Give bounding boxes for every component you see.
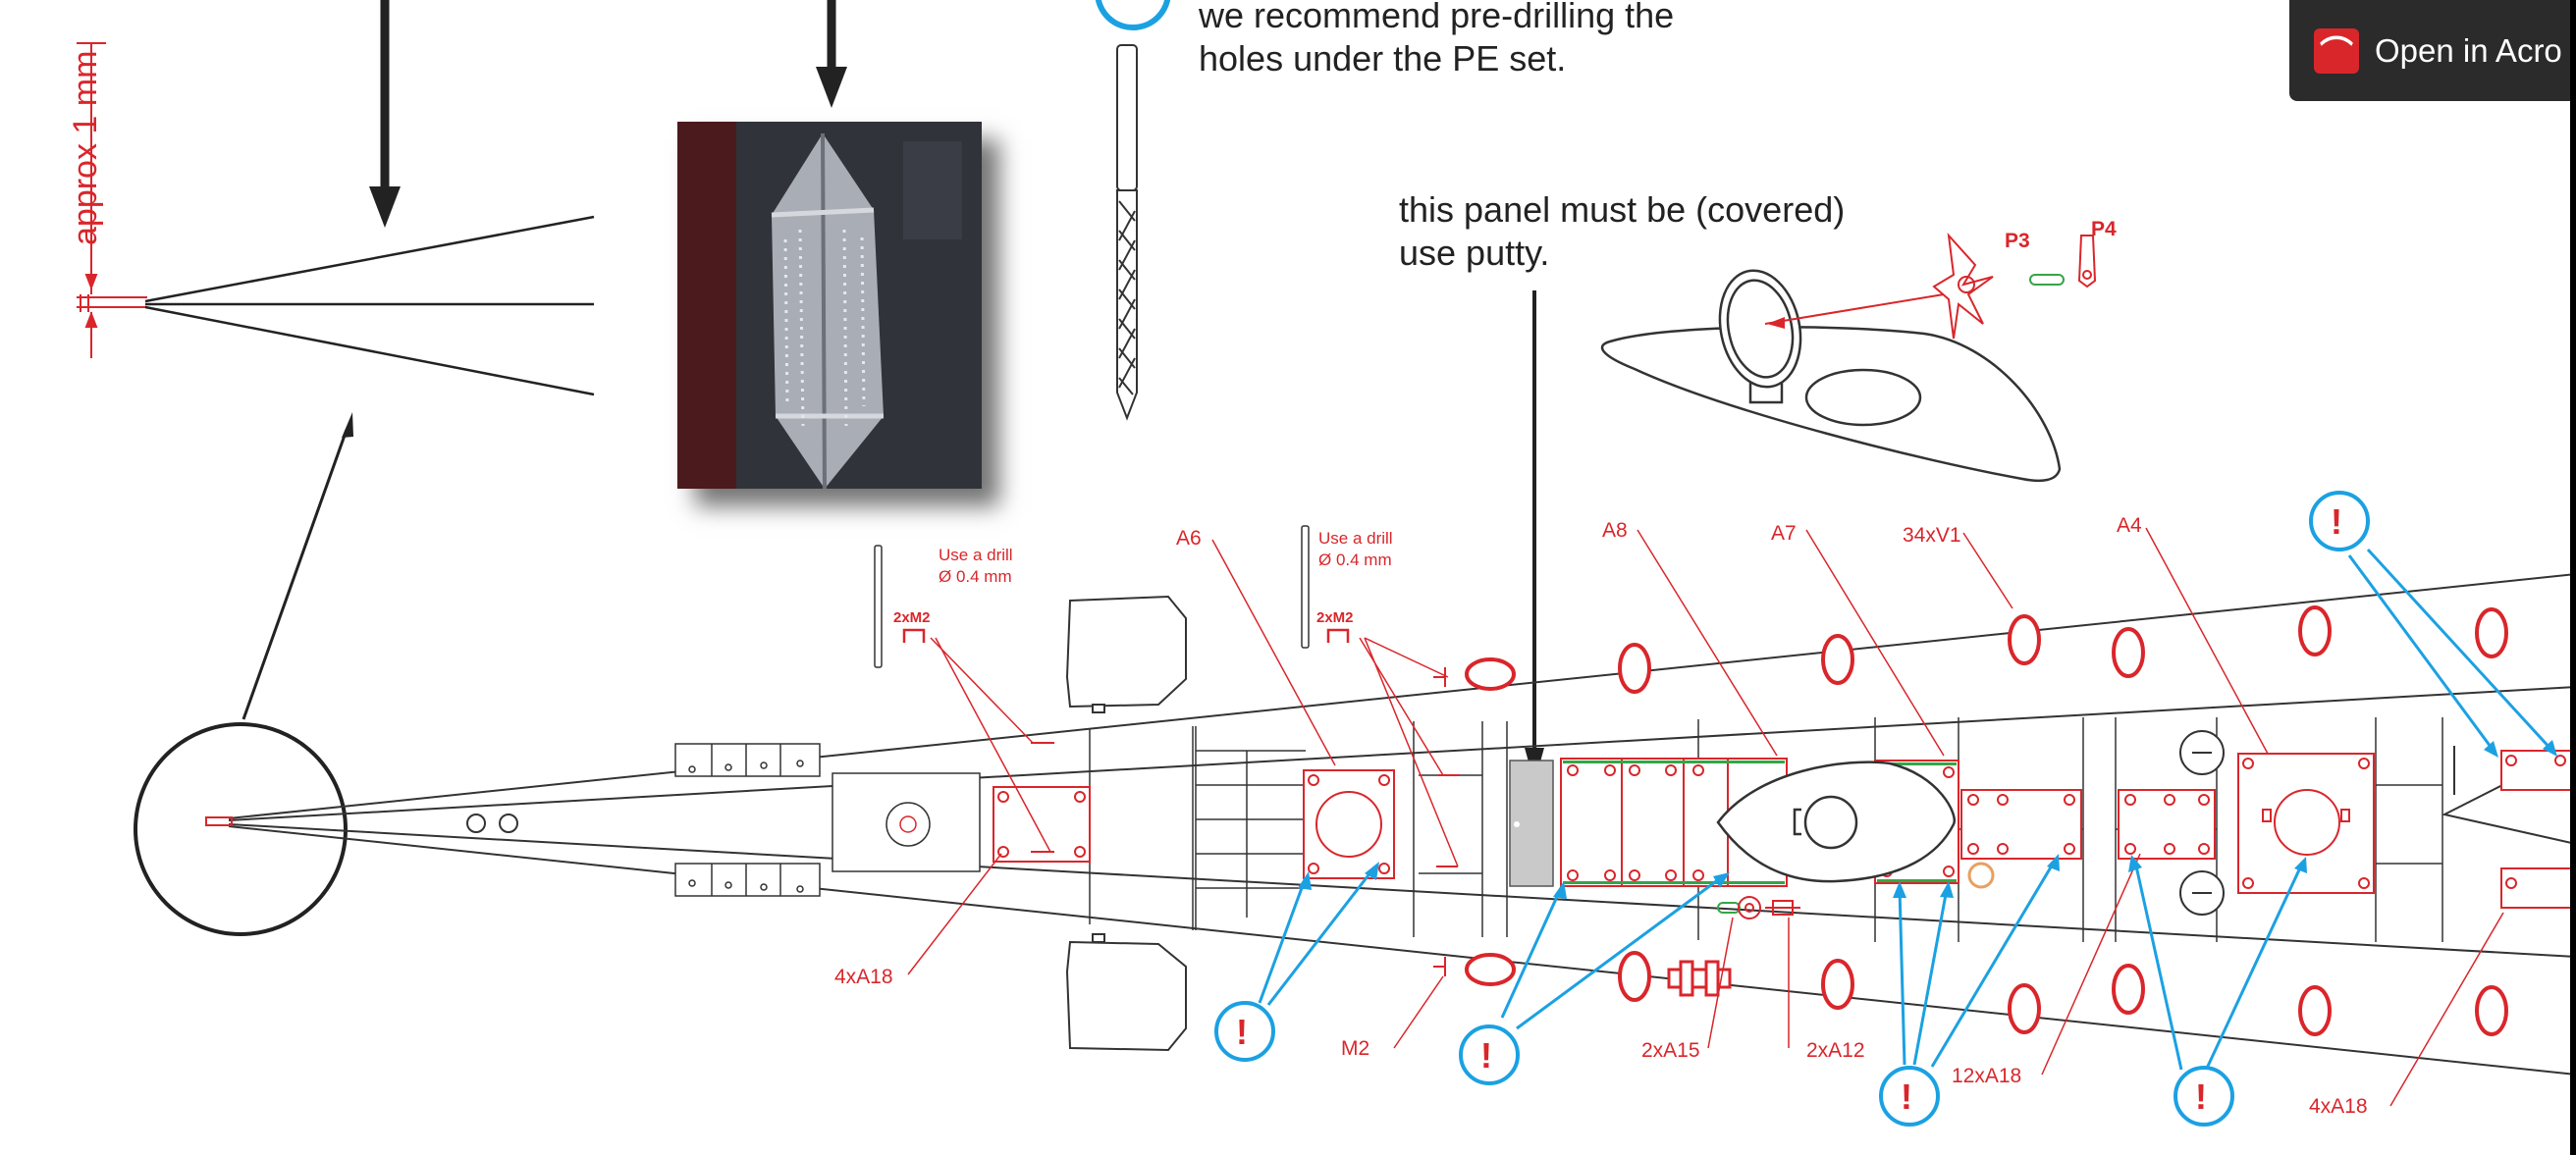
upper-flap — [1065, 595, 1187, 713]
predrill-note-line1: we recommend pre-drilling the — [1199, 0, 1675, 35]
part-label-12xa18: 12xA18 — [1952, 1065, 2022, 1087]
drill-note-1-line2: Ø 0.4 mm — [939, 567, 1012, 586]
small-drill-icon-2 — [1301, 525, 1310, 649]
warning-icon: ! — [2331, 501, 2342, 542]
panel-note: this panel must be (covered) use putty. — [1399, 188, 1845, 275]
drill-note-1: Use a drill Ø 0.4 mm — [939, 545, 1013, 588]
drill-bit-icon — [1116, 44, 1138, 421]
dimension-label: approx 1 mm — [67, 50, 104, 245]
drill-note-2-line1: Use a drill — [1318, 529, 1393, 548]
drill-note-2-count: 2xM2 — [1316, 609, 1354, 626]
part-label-p4: P4 — [2091, 218, 2117, 240]
open-in-acrobat-button[interactable]: ⌒ Open in Acro — [2289, 0, 2576, 101]
warning-icon: ! — [1480, 1035, 1492, 1076]
drill-note-2: Use a drill Ø 0.4 mm — [1318, 528, 1393, 571]
blue-callout-arrows — [1258, 548, 2554, 1076]
part-label-a6: A6 — [1176, 527, 1202, 550]
lower-flap — [1065, 933, 1187, 1052]
pe-parts-p3-p4 — [1932, 232, 2097, 340]
warning-icon: ! — [2195, 1076, 2207, 1117]
part-label-a7: A7 — [1771, 522, 1797, 545]
warning-badge-top — [1095, 0, 1171, 30]
drill-note-1-count: 2xM2 — [893, 609, 931, 626]
predrill-note: we recommend pre-drilling the holes unde… — [1199, 0, 1674, 80]
predrill-note-line2: holes under the PE set. — [1199, 38, 1567, 79]
v1-slots — [1465, 605, 2508, 1036]
part-label-a4: A4 — [2117, 514, 2142, 537]
down-arrow-1 — [369, 0, 401, 228]
part-label-4xa18-right: 4xA18 — [2309, 1095, 2368, 1118]
part-label-4xa18-left: 4xA18 — [834, 966, 893, 988]
green-rivet-rows — [1563, 761, 1957, 884]
drill-note-1-line1: Use a drill — [939, 546, 1013, 564]
bow-photo — [677, 122, 982, 489]
hull-outline — [134, 573, 2576, 1076]
part-label-2xa12: 2xA12 — [1806, 1039, 1865, 1062]
part-label-2xa15: 2xA15 — [1641, 1039, 1700, 1062]
hull-bow-wedge — [144, 215, 595, 396]
panel-note-line2: use putty. — [1399, 233, 1550, 273]
m2-staples — [902, 628, 1350, 643]
part-label-34xv1: 34xV1 — [1903, 524, 1961, 547]
panel-note-arrow — [1525, 290, 1544, 783]
part-label-p3: P3 — [2005, 230, 2030, 252]
round-hatches — [2179, 730, 2225, 916]
red-leader-lines — [907, 527, 2504, 1107]
warning-icon: ! — [1236, 1012, 1248, 1052]
blue-arrowheads — [1298, 740, 2557, 899]
down-arrow-2 — [816, 0, 847, 108]
deck-strips — [674, 743, 981, 897]
drill-note-2-line2: Ø 0.4 mm — [1318, 551, 1392, 569]
open-in-acrobat-label: Open in Acro — [2375, 31, 2562, 69]
hatch-illustration — [1600, 269, 2062, 483]
part-label-m2: M2 — [1341, 1037, 1370, 1060]
part-label-a8: A8 — [1602, 519, 1628, 542]
dimension-detail — [77, 42, 147, 358]
panel-note-line1: this panel must be (covered) — [1399, 189, 1846, 230]
cockpit-opening — [1716, 761, 1956, 883]
small-drill-icon-1 — [874, 545, 883, 668]
page-edge-bar — [2570, 0, 2576, 1155]
covered-panel — [1509, 760, 1554, 887]
acrobat-pdf-icon: ⌒ — [2314, 27, 2359, 74]
warning-badges — [1214, 491, 2370, 1127]
small-parts-a15-a12 — [1717, 896, 1800, 919]
hatch-leader — [1764, 293, 1945, 329]
side-bracket — [1667, 960, 1732, 997]
warning-icon: ! — [1901, 1076, 1912, 1117]
up-arrow — [242, 412, 353, 720]
